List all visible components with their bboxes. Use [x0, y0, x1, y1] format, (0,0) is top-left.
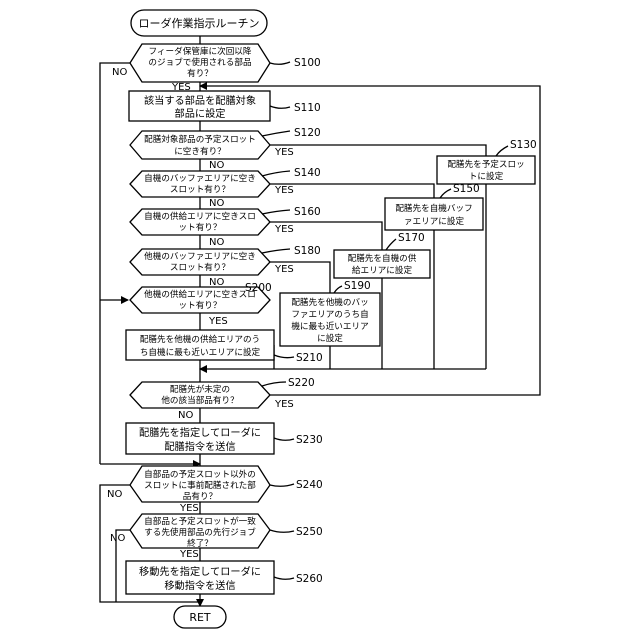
svg-text:NO: NO	[110, 533, 125, 544]
svg-text:給エリアに設定: 給エリアに設定	[352, 264, 413, 276]
svg-text:NO: NO	[107, 489, 122, 500]
svg-text:配膳先を指定してローダに: 配膳先を指定してローダに	[139, 426, 261, 439]
svg-text:配膳先を自機の供: 配膳先を自機の供	[348, 252, 417, 264]
svg-text:S170: S170	[398, 232, 425, 244]
svg-text:スロットに事前配膳された部: スロットに事前配膳された部	[144, 479, 256, 491]
svg-text:YES: YES	[208, 316, 228, 327]
svg-text:移動指令を送信: 移動指令を送信	[164, 579, 235, 592]
svg-text:S250: S250	[296, 526, 323, 538]
svg-text:NO: NO	[209, 198, 224, 209]
svg-text:配膳先を自機バッフ: 配膳先を自機バッフ	[395, 202, 472, 214]
process-s230: 配膳先を指定してローダに 配膳指令を送信 S230	[126, 423, 323, 454]
svg-text:NO: NO	[209, 237, 224, 248]
svg-text:S190: S190	[344, 280, 371, 292]
svg-text:YES: YES	[179, 549, 199, 560]
svg-text:自機の供給エリアに空きスロ: 自機の供給エリアに空きスロ	[144, 210, 256, 222]
svg-text:他の該当部品有り？: 他の該当部品有り？	[161, 394, 238, 406]
svg-text:YES: YES	[179, 503, 199, 514]
svg-text:S130: S130	[510, 139, 537, 151]
svg-text:S220: S220	[288, 377, 315, 389]
end-terminal: RET	[174, 606, 226, 628]
svg-text:YES: YES	[274, 224, 294, 235]
step-id: S100	[294, 57, 321, 69]
start-label: ローダ作業指示ルーチン	[139, 16, 260, 30]
svg-text:S260: S260	[296, 573, 323, 585]
svg-text:終了？: 終了？	[187, 537, 213, 549]
svg-text:YES: YES	[274, 399, 294, 410]
svg-text:S210: S210	[296, 352, 323, 364]
process-s110: 該当する部品を配膳対象 部品に設定 S110	[129, 91, 321, 121]
end-label: RET	[189, 611, 211, 624]
svg-text:機に最も近いエリア: 機に最も近いエリア	[291, 320, 368, 332]
svg-text:する先使用部品の先行ジョブ: する先使用部品の先行ジョブ	[144, 526, 256, 538]
svg-text:ット有り？: ット有り？	[179, 221, 222, 233]
svg-text:フィーダ保管庫に次回以降: フィーダ保管庫に次回以降	[149, 45, 252, 57]
svg-text:移動先を指定してローダに: 移動先を指定してローダに	[139, 565, 261, 578]
decision-s250: 自部品と予定スロットが一致 する先使用部品の先行ジョブ 終了？ S250	[130, 514, 323, 549]
svg-text:配膳指令を送信: 配膳指令を送信	[164, 440, 235, 453]
svg-text:のジョブで使用される部品: のジョブで使用される部品	[148, 56, 251, 68]
svg-text:YES: YES	[274, 264, 294, 275]
start-terminal: ローダ作業指示ルーチン	[131, 10, 267, 36]
svg-text:有り？: 有り？	[187, 67, 213, 79]
svg-text:配膳先を他機のバッ: 配膳先を他機のバッ	[291, 296, 368, 308]
svg-text:S180: S180	[294, 245, 321, 257]
svg-text:YES: YES	[274, 185, 294, 196]
svg-text:S160: S160	[294, 206, 321, 218]
svg-text:ァエリアに設定: ァエリアに設定	[404, 215, 465, 227]
svg-text:スロット有り？: スロット有り？	[170, 261, 230, 273]
process-s130: 配膳先を予定スロッ トに設定 S130	[437, 139, 537, 184]
svg-text:該当する部品を配膳対象: 該当する部品を配膳対象	[144, 94, 256, 107]
svg-text:自機のバッファエリアに空き: 自機のバッファエリアに空き	[144, 172, 256, 184]
svg-text:品有り？: 品有り？	[183, 490, 217, 502]
svg-text:他機の供給エリアに空きスロ: 他機の供給エリアに空きスロ	[144, 288, 256, 300]
svg-text:自部品と予定スロットが一致: 自部品と予定スロットが一致	[144, 515, 256, 527]
decision-s200: 他機の供給エリアに空きスロ ット有り？ S200	[130, 282, 272, 313]
svg-text:S120: S120	[294, 127, 321, 139]
svg-text:配膳先を予定スロッ: 配膳先を予定スロッ	[447, 158, 524, 170]
svg-text:S150: S150	[453, 183, 480, 195]
decision-s240: 自部品の予定スロット以外の スロットに事前配膳された部 品有り？ S240	[130, 466, 323, 502]
svg-text:S140: S140	[294, 167, 321, 179]
no-label: NO	[112, 67, 127, 78]
svg-text:配膳先を他機の供給エリアのう: 配膳先を他機の供給エリアのう	[140, 333, 260, 345]
svg-text:自部品の予定スロット以外の: 自部品の予定スロット以外の	[144, 468, 256, 480]
svg-text:に空き有り？: に空き有り？	[174, 145, 226, 157]
decision-s100: フィーダ保管庫に次回以降 のジョブで使用される部品 有り？ S100	[130, 44, 321, 82]
svg-text:S230: S230	[296, 434, 323, 446]
svg-text:配膳対象部品の予定スロット: 配膳対象部品の予定スロット	[144, 133, 256, 145]
svg-text:他機のバッファエリアに空き: 他機のバッファエリアに空き	[144, 250, 256, 262]
svg-text:ファエリアのうち自: ファエリアのうち自	[291, 308, 368, 320]
svg-text:S240: S240	[296, 479, 323, 491]
svg-text:部品に設定: 部品に設定	[175, 107, 226, 120]
svg-text:S200: S200	[245, 282, 272, 294]
svg-text:に設定: に設定	[317, 332, 343, 344]
svg-text:ち自機に最も近いエリアに設定: ち自機に最も近いエリアに設定	[140, 346, 261, 358]
process-s260: 移動先を指定してローダに 移動指令を送信 S260	[126, 561, 323, 594]
svg-text:ット有り？: ット有り？	[179, 299, 222, 311]
svg-text:スロット有り？: スロット有り？	[170, 183, 230, 195]
svg-text:S110: S110	[294, 102, 321, 114]
svg-text:配膳先が未定の: 配膳先が未定の	[170, 383, 230, 395]
svg-text:YES: YES	[274, 147, 294, 158]
svg-text:トに設定: トに設定	[469, 170, 504, 182]
svg-text:NO: NO	[178, 410, 193, 421]
svg-text:NO: NO	[209, 160, 224, 171]
